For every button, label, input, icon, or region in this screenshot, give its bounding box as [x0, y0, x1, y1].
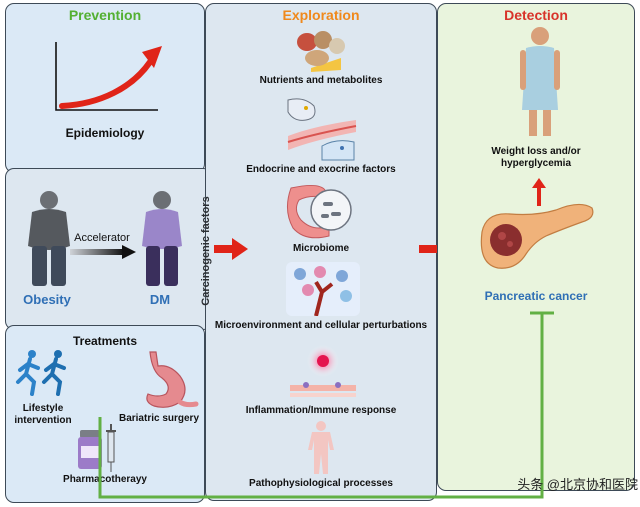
- endocrine-cells-icon: [284, 96, 360, 162]
- epidemiology-label: Epidemiology: [65, 126, 145, 140]
- prevention-title: Prevention: [68, 7, 142, 23]
- lifestyle-text: Lifestyle intervention: [14, 403, 72, 426]
- patient-icon: [518, 26, 562, 138]
- accelerator-arrow-icon: [70, 245, 136, 259]
- runners-icon: [14, 348, 74, 398]
- food-icon: [293, 28, 349, 74]
- epidemiology-chart-icon: [50, 40, 170, 120]
- lifestyle-label: Lifestyle intervention: [8, 403, 78, 427]
- watermark-text: 头条 @北京协和医院: [517, 477, 638, 492]
- accelerator-label: Accelerator: [74, 232, 130, 244]
- endocrine-label: Endocrine and exocrine factors: [246, 164, 396, 175]
- detection-title: Detection: [504, 7, 568, 23]
- symptom-arrow-icon: [532, 178, 546, 206]
- symptom-label: Weight loss and/or hyperglycemia: [450, 146, 622, 170]
- pancreas-tumor-icon: [476, 192, 596, 274]
- exploration-title: Exploration: [282, 7, 360, 23]
- tumor-microenvironment-icon: [286, 262, 360, 316]
- nutrients-label: Nutrients and metabolites: [259, 75, 383, 86]
- risk-to-exploration-arrow-icon: [214, 238, 248, 260]
- prevention-panel: [5, 3, 205, 173]
- pancreatic-cancer-label: Pancreatic cancer: [484, 289, 588, 303]
- gut-microbiome-icon: [285, 180, 355, 240]
- obese-person-icon: [26, 190, 72, 288]
- microbiome-label: Microbiome: [292, 243, 350, 254]
- dm-label: DM: [149, 292, 171, 307]
- dm-person-icon: [140, 190, 184, 288]
- symptom-text: Weight loss and/or hyperglycemia: [491, 146, 581, 169]
- obesity-label: Obesity: [23, 292, 71, 307]
- pill-bottle-icon: [77, 430, 103, 470]
